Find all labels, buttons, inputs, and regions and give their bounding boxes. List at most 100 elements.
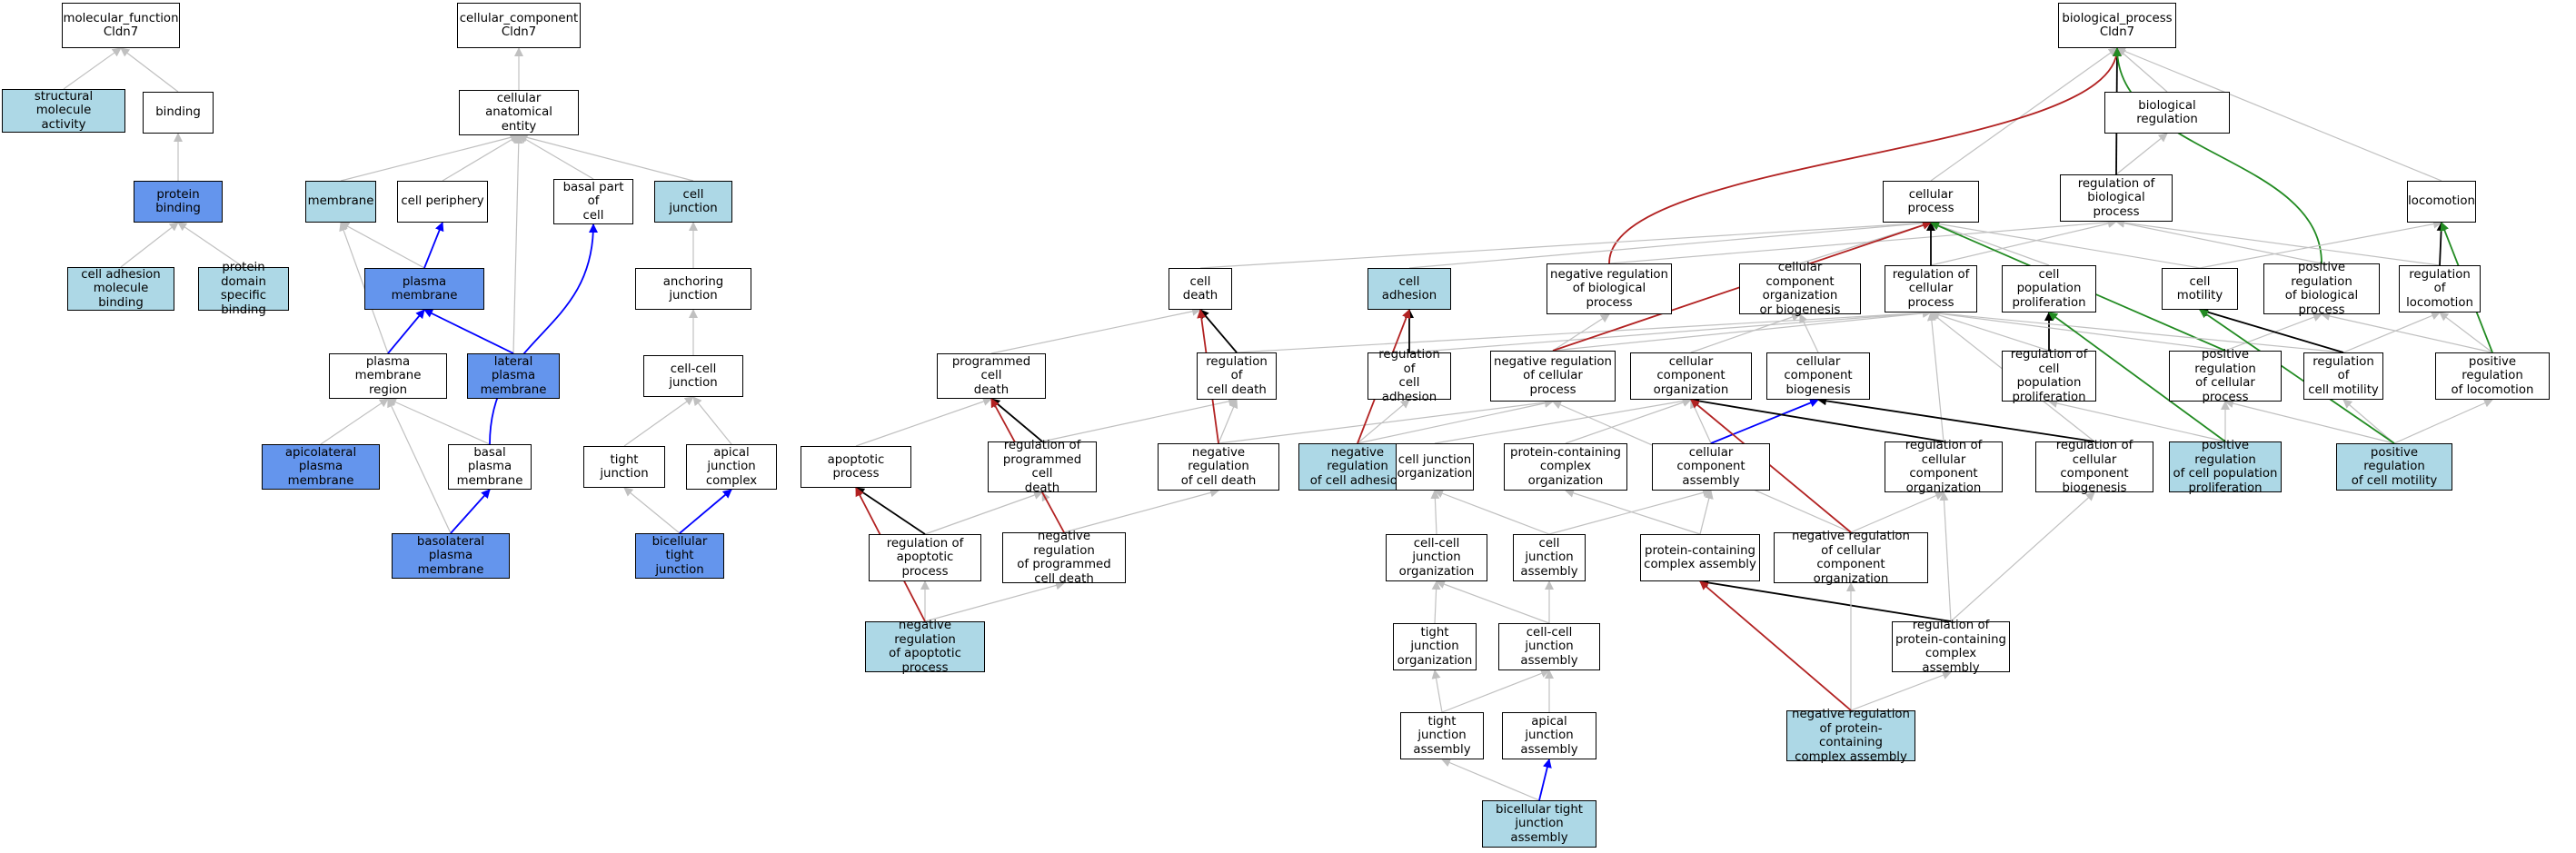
go-node-lpm: lateral plasma membrane xyxy=(467,353,560,399)
edge-regulates-rpcca-to-pcca xyxy=(1699,578,1952,622)
edge-is-a-ccja-to-ccjo xyxy=(1436,580,1550,624)
edge-is-a-prcm-to-prcp xyxy=(2224,399,2395,444)
edge-part-of-btja-to-aja xyxy=(1538,759,1552,801)
go-node-rap: regulation of apoptotic process xyxy=(869,534,981,581)
go-node-pcca: protein-containing complex assembly xyxy=(1640,534,1760,581)
edge-is-a-rcm-to-rcp xyxy=(1930,308,2344,353)
edge-is-a-prcm-to-prl xyxy=(2393,399,2493,444)
edge-is-a-cdeath-to-cproc xyxy=(1199,218,1932,269)
go-node-pcco: protein-containing complex organization xyxy=(1504,443,1627,491)
go-node-aj: anchoring junction xyxy=(635,268,751,310)
edge-is-a-rpcd-to-rcd xyxy=(1041,397,1238,442)
edge-is-a-rap-to-rpcd xyxy=(924,491,1043,535)
edge-regulates-rccb-to-ccb xyxy=(1817,396,2095,442)
edge-is-a-mem-to-cae xyxy=(340,133,520,182)
go-node-cdeath: cell death xyxy=(1169,268,1232,310)
edge-is-a-cja-to-cjo xyxy=(1434,489,1550,535)
go-node-pmr: plasma membrane region xyxy=(329,353,447,399)
go-node-apm: apicolateral plasma membrane xyxy=(262,444,380,490)
edge-is-a-btja-to-tja xyxy=(1441,758,1540,801)
edge-is-a-rpcca-to-rccb xyxy=(1950,491,2095,622)
edge-part-of-blpm-to-bspm xyxy=(450,489,491,534)
go-node-rccb: regulation of cellular component biogene… xyxy=(2035,439,2153,495)
edge-is-a-prcm-to-rcm xyxy=(2342,399,2395,444)
edge-is-a-pcco-to-cco xyxy=(1565,398,1692,444)
edge-is-a-rcp-to-rbp xyxy=(1930,219,2117,266)
go-node-rcp: regulation of cellular process xyxy=(1885,265,1977,312)
go-node-prcpp: positive regulation of cell population p… xyxy=(2169,439,2282,495)
edge-regulates-rcco-to-cco xyxy=(1690,396,1944,442)
go-node-rpcca: regulation of protein-containing complex… xyxy=(1892,619,2010,675)
edge-is-a-ccjo-to-cjo xyxy=(1430,490,1440,535)
edge-is-a-tjo-to-ccjo xyxy=(1431,580,1441,624)
go-node-cproc: cellular process xyxy=(1883,181,1979,223)
edge-is-a-camb-to-pb xyxy=(120,222,179,268)
go-node-nrcd: negative regulation of cell death xyxy=(1158,443,1279,491)
edge-is-a-btj-to-tj xyxy=(623,487,681,534)
edge-is-a-apop-to-pcd xyxy=(855,397,992,447)
edge-is-a-prcp-to-rcp xyxy=(1930,309,2226,352)
go-node-pm: plasma membrane xyxy=(364,268,484,310)
edge-is-a-pdsb-to-pb xyxy=(177,222,244,268)
edge-is-a-cj-to-cae xyxy=(518,133,694,182)
edge-pos-regulates-prbp-to-bp xyxy=(2113,47,2322,264)
go-node-prcm: positive regulation of cell motility xyxy=(2336,443,2452,491)
go-node-rcco: regulation of cellular component organiz… xyxy=(1885,439,2003,495)
go-node-cmot: cell motility xyxy=(2162,268,2238,310)
edge-is-a-prcpp-to-rcpp xyxy=(2048,399,2226,442)
go-node-rcm: regulation of cell motility xyxy=(2303,352,2383,400)
edge-is-a-nrpcca-to-rpcca xyxy=(1850,670,1952,711)
go-node-btja: bicellular tight junction assembly xyxy=(1482,800,1596,848)
go-node-cja: cell junction assembly xyxy=(1513,534,1586,581)
edge-regulates-rap-to-apop xyxy=(855,487,926,535)
go-node-btj: bicellular tight junction xyxy=(635,533,724,579)
edge-is-a-tj-to-ccj xyxy=(623,396,694,447)
go-node-cco: cellular component organization xyxy=(1630,352,1752,400)
go-node-bind: binding xyxy=(143,92,214,134)
edge-is-a-nrcp-to-rcp xyxy=(1552,308,1932,352)
go-node-rbp: regulation of biological process xyxy=(2060,174,2173,222)
edge-is-a-cp-to-cae xyxy=(442,134,520,182)
edge-is-a-tja-to-tjo xyxy=(1431,670,1443,713)
go-node-sma: structural molecule activity xyxy=(2,89,125,133)
edge-part-of-pmr-to-pm xyxy=(387,309,425,354)
edge-is-a-breg-to-bp xyxy=(2116,47,2168,93)
edge-is-a-rcpp-to-rcp xyxy=(1930,311,2050,352)
go-node-bspm: basal plasma membrane xyxy=(448,444,532,490)
edge-neg-regulates-nrpcca-to-pcca xyxy=(1699,580,1852,711)
edge-is-a-rca-to-rcp xyxy=(1408,308,1932,353)
edge-is-a-pcca-to-pcco xyxy=(1565,489,1701,535)
go-node-prbp: positive regulation of biological proces… xyxy=(2263,261,2380,317)
go-node-rcpp: regulation of cell population proliferat… xyxy=(2002,348,2096,404)
go-node-bpc: basal part of cell xyxy=(553,179,633,224)
go-node-loco: locomotion xyxy=(2407,181,2476,223)
go-node-prcp: positive regulation of cellular process xyxy=(2169,348,2282,404)
edge-is-a-cproc-to-bp xyxy=(1930,47,2118,182)
edge-is-a-bpc-to-cae xyxy=(518,134,594,180)
go-node-prl: positive regulation of locomotion xyxy=(2435,352,2550,400)
go-node-tjo: tight junction organization xyxy=(1393,623,1477,670)
edge-is-a-cco-to-ccob xyxy=(1690,312,1801,353)
go-node-apop: apoptotic process xyxy=(801,446,911,488)
go-node-rloco: regulation of locomotion xyxy=(2399,265,2481,312)
go-node-ccb: cellular component biogenesis xyxy=(1766,352,1870,400)
edge-is-a-ccb-to-ccob xyxy=(1799,313,1819,353)
go-node-cpp: cell population proliferation xyxy=(2002,265,2096,312)
go-node-ccjo: cell-cell junction organization xyxy=(1386,534,1487,581)
edge-is-a-nrbp-to-rbp xyxy=(1608,217,2117,264)
go-node-aja: apical junction assembly xyxy=(1502,712,1596,759)
edge-is-a-rcd-to-rcp xyxy=(1236,308,1932,353)
go-node-nrpcd: negative regulation of programmed cell d… xyxy=(1002,530,1126,586)
edge-part-of-pm-to-cp xyxy=(423,222,444,269)
go-node-tj: tight junction xyxy=(583,446,665,488)
go-node-nrcp: negative regulation of cellular process xyxy=(1490,351,1616,402)
edge-part-of-btj-to-ajc xyxy=(679,489,732,534)
go-node-pdsb: protein domain specific binding xyxy=(198,261,289,317)
edge-is-a-nrap-to-nrpcd xyxy=(924,580,1065,622)
edge-is-a-bind-to-mf xyxy=(120,47,179,93)
edge-is-a-cjo-to-cco xyxy=(1434,396,1692,444)
edge-is-a-cpp-to-cproc xyxy=(1930,221,2050,266)
edge-is-a-prl-to-rloco xyxy=(2439,312,2493,353)
edge-is-a-rcm-to-rloco xyxy=(2342,311,2441,353)
